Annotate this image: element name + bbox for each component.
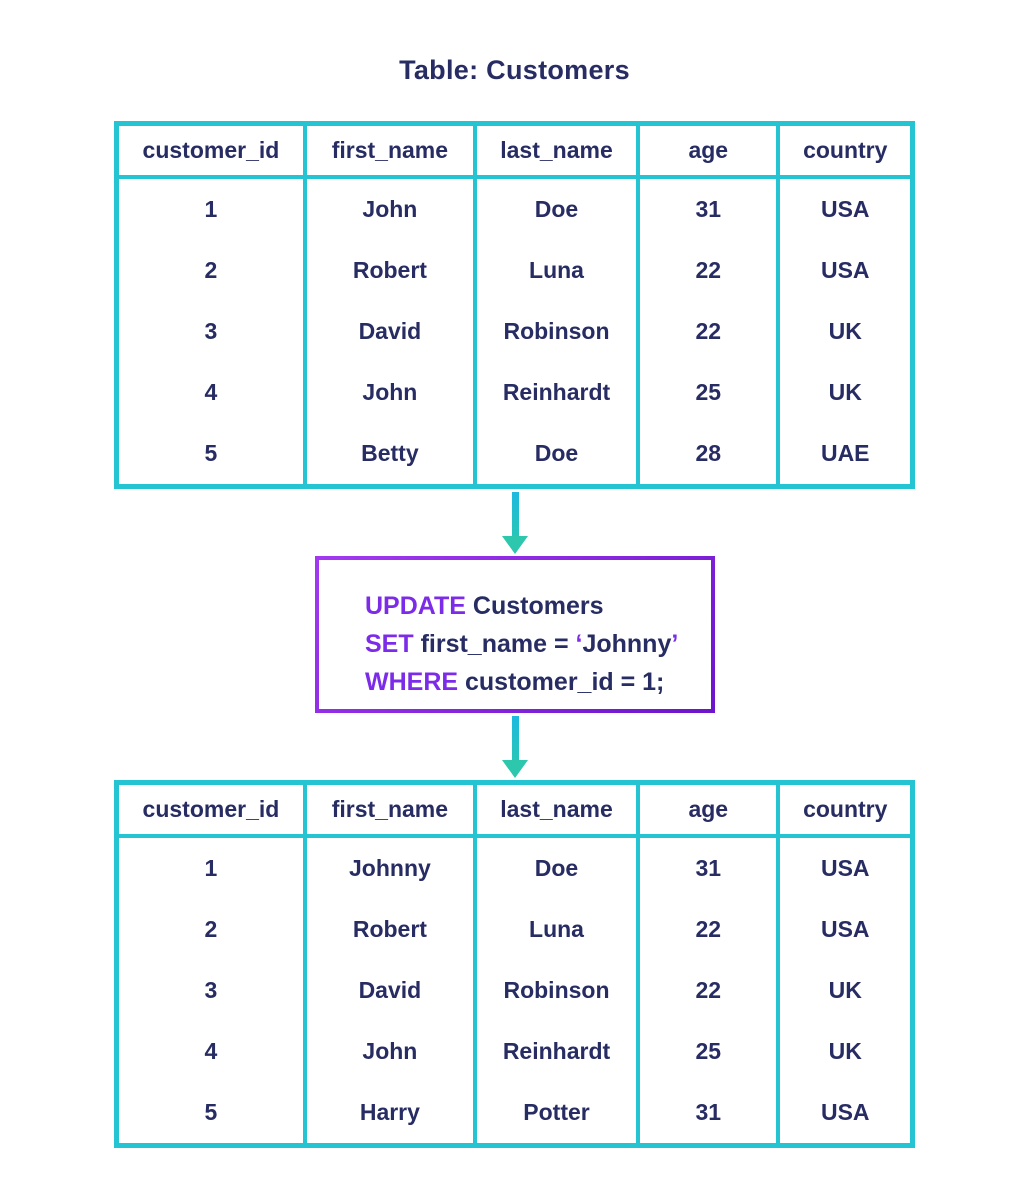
sql-code: Customers <box>465 592 604 620</box>
table-cell: USA <box>820 196 870 222</box>
table-cell: Luna <box>477 240 641 301</box>
table-cell: USA <box>820 257 870 283</box>
table-cell: Doe <box>477 179 641 240</box>
table-cell: 22 <box>640 960 781 1021</box>
table-cell: 5 <box>119 423 307 484</box>
table-cell: 3 <box>119 301 307 362</box>
sql-quote: ’ <box>671 630 679 658</box>
arrow-shaft <box>511 716 519 760</box>
table-cell: Robert <box>307 240 477 301</box>
flow-arrow-down-1 <box>502 492 528 554</box>
page-title: Table: Customers <box>399 55 630 85</box>
arrow-head-icon <box>502 536 528 554</box>
table-cell: Reinhardt <box>477 362 641 423</box>
column-header: customer_id <box>119 785 307 838</box>
sql-statement-box: UPDATE Customers SET first_name = ‘Johnn… <box>315 556 715 713</box>
table-cell: David <box>307 301 477 362</box>
column-header: last_name <box>476 126 641 179</box>
column-header: first_name <box>306 126 477 179</box>
table-cell: Reinhardt <box>477 1021 641 1082</box>
sql-code: first_name = <box>413 630 576 658</box>
sql-keyword: SET <box>365 630 414 658</box>
arrow-shaft <box>511 492 519 536</box>
column-header: last_name <box>476 785 641 838</box>
table-cell: UAE <box>820 440 870 466</box>
sql-line-update: UPDATE Customers <box>365 587 711 625</box>
customers-table-before: customer_id first_name last_name age cou… <box>114 121 915 489</box>
sql-keyword: WHERE <box>365 668 459 696</box>
table-cell: UK <box>828 318 862 344</box>
table-cell: 4 <box>119 1021 307 1082</box>
table-cell: 28 <box>640 423 781 484</box>
column-header: age <box>640 126 781 179</box>
table-cell: 4 <box>119 362 307 423</box>
table-cell: Betty <box>307 423 477 484</box>
table-cell: 31 <box>640 1082 781 1143</box>
column-header: customer_id <box>119 126 307 179</box>
table-cell: 31 <box>640 179 781 240</box>
table-cell: UK <box>828 1038 862 1064</box>
sql-line-set: SET first_name = ‘Johnny’ <box>365 625 711 663</box>
table-cell: David <box>307 960 477 1021</box>
table-cell: 22 <box>640 899 781 960</box>
table-cell: Johnny <box>307 838 477 899</box>
table-cell: 22 <box>640 240 781 301</box>
column-header: first_name <box>306 785 477 838</box>
sql-line-where: WHERE customer_id = 1; <box>365 663 711 701</box>
column-header: country <box>780 785 910 838</box>
sql-quote: ‘ <box>575 630 583 658</box>
table-cell: Doe <box>477 838 641 899</box>
sql-code: customer_id = 1; <box>458 668 665 696</box>
arrow-head-icon <box>502 760 528 778</box>
table-cell: 31 <box>640 838 781 899</box>
table-cell: Robinson <box>477 301 641 362</box>
table-cell: John <box>307 179 477 240</box>
table-cell: UK <box>828 977 862 1003</box>
table-cell: Robinson <box>477 960 641 1021</box>
table-cell: USA <box>820 916 870 942</box>
table-cell: UK <box>828 379 862 405</box>
column-header: age <box>640 785 781 838</box>
customers-table-after: customer_id first_name last_name age cou… <box>114 780 915 1148</box>
table-cell: John <box>307 1021 477 1082</box>
flow-arrow-down-2 <box>502 716 528 778</box>
table-cell: Luna <box>477 899 641 960</box>
table-cell: 22 <box>640 301 781 362</box>
table-cell: 5 <box>119 1082 307 1143</box>
table-cell: Robert <box>307 899 477 960</box>
table-cell: Potter <box>477 1082 641 1143</box>
table-cell: USA <box>820 855 870 881</box>
table-cell: 25 <box>640 362 781 423</box>
table-cell: 25 <box>640 1021 781 1082</box>
column-header: country <box>780 126 910 179</box>
table-cell: 1 <box>119 838 307 899</box>
table-cell: John <box>307 362 477 423</box>
table-cell: 3 <box>119 960 307 1021</box>
sql-keyword: UPDATE <box>365 592 466 620</box>
sql-string-value: Johnny <box>582 630 672 658</box>
table-cell: 1 <box>119 179 307 240</box>
table-cell: Doe <box>477 423 641 484</box>
table-cell: 2 <box>119 240 307 301</box>
table-cell: Harry <box>307 1082 477 1143</box>
table-cell: USA <box>820 1099 870 1125</box>
table-cell: 2 <box>119 899 307 960</box>
